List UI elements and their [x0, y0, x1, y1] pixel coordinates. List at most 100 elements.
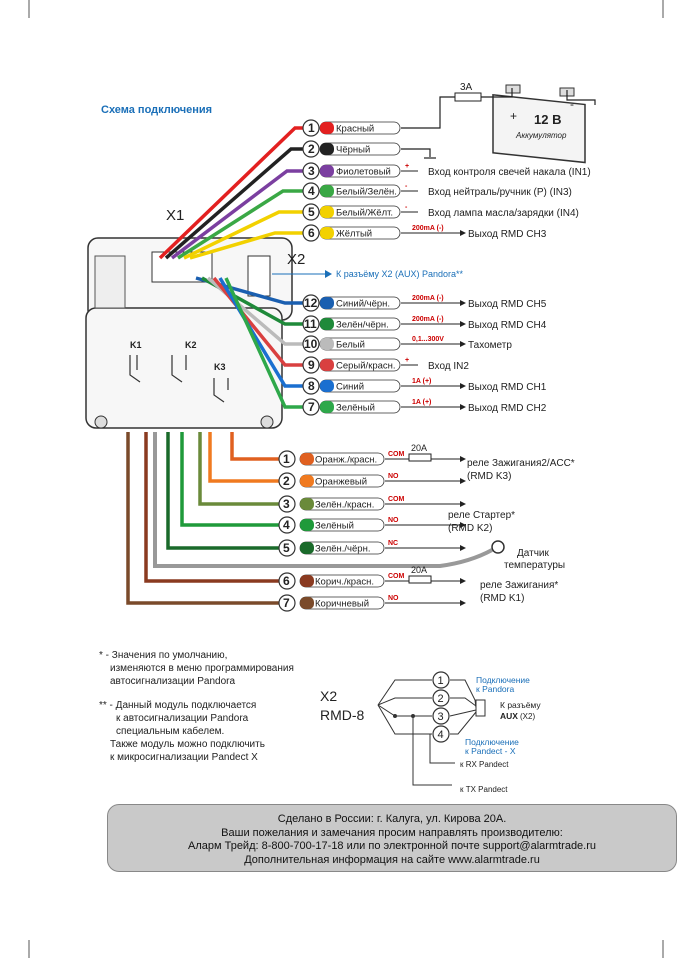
- relay-wire-spec: NO: [388, 595, 399, 602]
- footer-line-1: Сделано в России: г. Калуга, ул. Кирова …: [277, 813, 507, 825]
- wire-destination: Вход IN2: [428, 361, 469, 372]
- fuse-3a-label: 3A: [460, 82, 473, 93]
- x2-pin-number: 4: [438, 729, 444, 741]
- wire-spec: +: [405, 357, 409, 364]
- relay-wire-swatch: [300, 575, 314, 587]
- wire-label: Чёрный: [336, 145, 370, 156]
- x1-wire: [177, 189, 310, 260]
- wire-color-swatch: [320, 165, 334, 177]
- relay-wire-badge: [278, 572, 296, 590]
- battery-minus: -: [570, 97, 574, 111]
- x2-pin: [432, 689, 450, 707]
- relay-wire-spec: COM: [388, 496, 405, 503]
- footer-line-2: Ваши пожелания и замечания просим направ…: [221, 826, 563, 839]
- wire-label: Белый/Жёлт.: [336, 208, 393, 219]
- fuse-20a-2: [408, 575, 432, 584]
- x2-label: X2: [287, 251, 305, 268]
- relay-wire-spec: NO: [388, 517, 399, 524]
- relay-starter-desc: реле Стартер*: [448, 510, 515, 521]
- wire-color-swatch: [320, 297, 334, 309]
- wire-number: 8: [308, 379, 315, 393]
- x2-aux-text: К разъёму X2 (AUX) Pandora**: [336, 269, 464, 279]
- x1-label: X1: [166, 207, 184, 224]
- relay-wire: [126, 432, 280, 605]
- wire-label: Серый/красн.: [336, 361, 396, 372]
- wire-number-badge: [302, 335, 320, 353]
- x2-pin-number: 1: [438, 675, 444, 687]
- relay-wire: [198, 432, 280, 506]
- wire-number-badge: [302, 162, 320, 180]
- wire-color-swatch: [320, 122, 334, 134]
- wire-destination: Тахометр: [468, 340, 512, 351]
- x2-rmd-model: RMD-8: [320, 707, 365, 723]
- x2-rx-label: к RX Pandect: [460, 760, 509, 769]
- relay-wire: [230, 432, 280, 461]
- wire-destination: Вход контроля свечей накала (IN1): [428, 167, 591, 178]
- relay-ign-desc-2: (RMD K1): [480, 593, 524, 604]
- note-line: ** - Данный модуль подключается: [99, 700, 257, 711]
- wire-spec: 1A (+): [412, 399, 431, 406]
- temp-sensor-label-2: температуры: [504, 560, 565, 571]
- note-line: * - Значения по умолчанию,: [99, 650, 228, 661]
- relay-wire-badge: [278, 472, 296, 490]
- relay-wire-number: 2: [283, 474, 290, 488]
- x1-wire: [170, 169, 310, 260]
- relay-wire-swatch: [300, 597, 314, 609]
- wire-destination: Выход RMD CH3: [468, 229, 547, 240]
- relay-wire-badge: [278, 450, 296, 468]
- relay-wire-spec: COM: [388, 573, 405, 580]
- wire-spec: -: [405, 183, 408, 190]
- wire-label: Синий: [336, 382, 364, 393]
- relay-wire-spec: NC: [388, 540, 398, 547]
- x2-aux-label-3: (X2): [520, 712, 535, 721]
- relay-k3-label: K3: [214, 362, 226, 372]
- note-line: специальным кабелем.: [116, 726, 225, 737]
- wire-spec: +: [405, 163, 409, 170]
- x1-wire: [183, 210, 310, 260]
- relay-wire-label: Корич./красн.: [315, 577, 374, 588]
- relay-wire-badge: [278, 594, 296, 612]
- relay-wire-number: 4: [283, 518, 290, 532]
- wire-number-badge: [302, 203, 320, 221]
- wire-label: Жёлтый: [336, 229, 372, 240]
- diagram-title: Схема подключения: [101, 104, 212, 116]
- wire-number: 9: [308, 358, 315, 372]
- wire-destination: Выход RMD CH4: [468, 320, 547, 331]
- x2-pandect-label-2: к Pandect - X: [465, 746, 516, 756]
- wire-color-swatch: [320, 380, 334, 392]
- fuse-20a-1-label: 20A: [411, 443, 427, 453]
- x2-pin-number: 2: [438, 693, 444, 705]
- relay-wire-label: Оранж./красн.: [315, 455, 377, 466]
- wire-number: 5: [308, 205, 315, 219]
- wire-number-badge: [302, 140, 320, 158]
- note-line: к микросигнализации Pandect X: [110, 752, 258, 763]
- footer-line-4[interactable]: Дополнительная информация на сайте www.a…: [244, 853, 540, 866]
- wire-number: 3: [308, 164, 315, 178]
- footer-line-3[interactable]: Аларм Трейд: 8-800-700-17-18 или по элек…: [187, 840, 597, 852]
- x2-pin-number: 3: [438, 711, 444, 723]
- wire-spec: 200mA (-): [412, 225, 444, 232]
- wire-label: Красный: [336, 124, 374, 135]
- x2-pin: [432, 707, 450, 725]
- wire-color-swatch: [320, 318, 334, 330]
- relay-wire-swatch: [300, 453, 314, 465]
- wire-number: 10: [304, 337, 318, 351]
- relay-k2-label: K2: [185, 340, 197, 350]
- relay-wire-badge: [278, 539, 296, 557]
- wire-spec: 200mA (-): [412, 316, 444, 323]
- relay-wire: [208, 432, 280, 483]
- wire-number-badge: [302, 356, 320, 374]
- wire-spec: 0,1...300V: [412, 336, 444, 343]
- wire-color-swatch: [320, 185, 334, 197]
- x2-pin: [432, 671, 450, 689]
- battery-plus: +: [510, 109, 517, 123]
- fuse-20a-1: [408, 453, 432, 462]
- temp-sensor-icon: [491, 540, 505, 554]
- relay-wire-swatch: [300, 519, 314, 531]
- relay-wire-number: 7: [283, 596, 290, 610]
- relay-wire-label: Оранжевый: [315, 477, 367, 488]
- wire-number-badge: [302, 224, 320, 242]
- fuse-20a-2-label: 20A: [411, 565, 427, 575]
- wire-number: 12: [304, 296, 318, 310]
